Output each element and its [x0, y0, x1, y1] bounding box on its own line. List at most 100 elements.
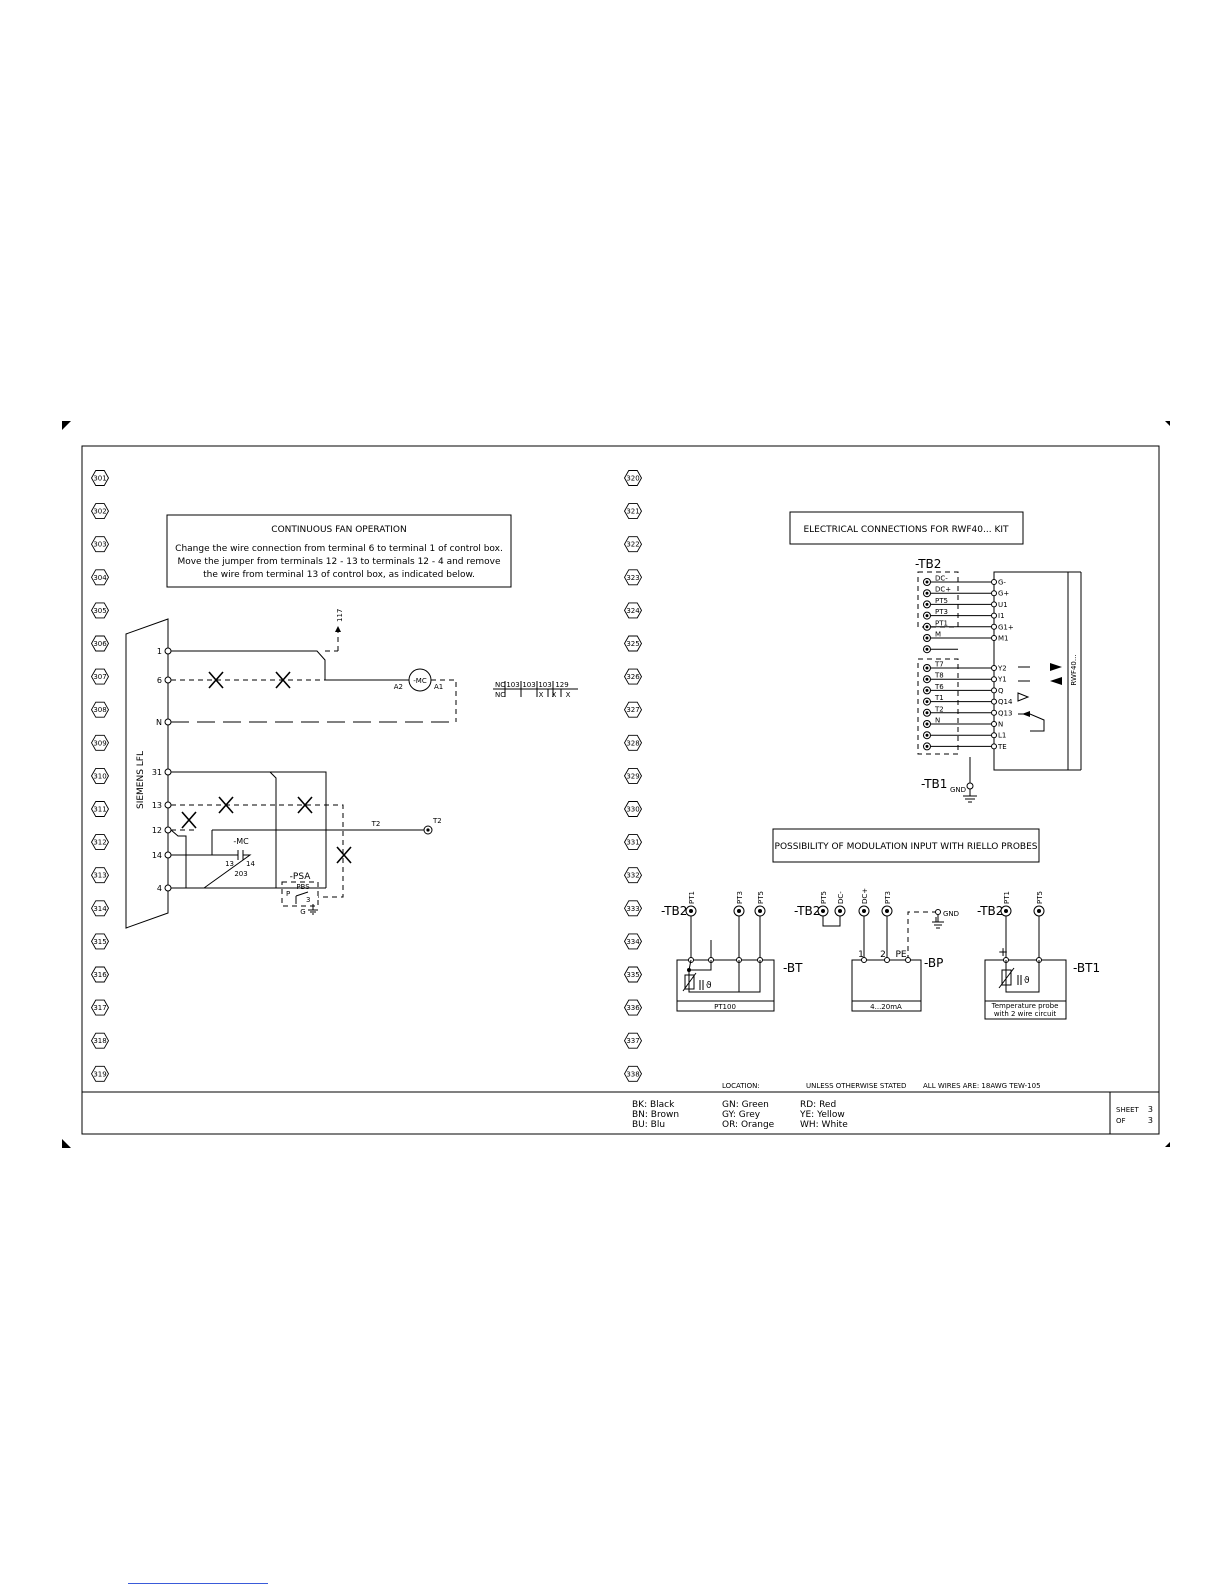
fan-note-title: CONTINUOUS FAN OPERATION: [271, 525, 406, 535]
ref-number: 307: [93, 673, 106, 681]
of-label: OF: [1116, 1117, 1126, 1125]
probes-title: POSSIBILITY OF MODULATION INPUT WITH RIE…: [775, 842, 1038, 852]
rwf-pin: G-: [998, 579, 1006, 587]
rwf-pin: G1+: [998, 623, 1014, 631]
ref-hexagon: [90, 536, 110, 553]
probe-bt: -TB2 PT1 PT3 PT5 PT100 ϑ -BT: [661, 891, 803, 1012]
legend-item: GN: Green: [722, 1100, 769, 1110]
fan-wiring: 117 -MC A2 A1 T2 T2: [170, 609, 457, 916]
psa-p: P: [286, 890, 290, 898]
rwf-pin: Q13: [998, 709, 1012, 717]
ref-number: 335: [626, 971, 639, 979]
contact-table-nc: NC: [495, 691, 505, 699]
probe-bt-pin-1: PT1: [688, 891, 696, 904]
probe-bt1-name: -BT1: [1073, 961, 1100, 975]
contact-col-3: 103: [538, 681, 551, 689]
ref-hexagon: [623, 966, 643, 983]
contact-col-4: 129: [555, 681, 568, 689]
terminal-label-31: 31: [152, 768, 162, 777]
ref-hexagon: [90, 933, 110, 950]
ref-number: 328: [626, 739, 639, 747]
ref-number: 326: [626, 673, 640, 681]
rwf-pin: M1: [998, 635, 1009, 643]
ref-hexagon: [90, 1065, 110, 1082]
ref-number: 322: [626, 541, 639, 549]
legend-item: BK: Black: [632, 1100, 675, 1110]
contact-table-no: NO: [495, 681, 506, 689]
ref-hexagon: [90, 635, 110, 652]
wire-t2-label: T2: [371, 820, 381, 828]
probe-bp-name: -BP: [924, 956, 943, 970]
ref-number: 332: [626, 872, 639, 880]
rwf-pin: TE: [997, 743, 1007, 751]
ref-number: 327: [626, 706, 639, 714]
probe-bp-num-2: 2: [880, 950, 886, 960]
rwf-pin: I1: [998, 612, 1005, 620]
ref-number: 305: [93, 607, 106, 615]
probe-bt-name: -BT: [783, 961, 803, 975]
rwf-title: ELECTRICAL CONNECTIONS FOR RWF40... KIT: [803, 525, 1009, 535]
color-legend: BK: Black GN: Green RD: Red BN: Brown GY…: [632, 1100, 848, 1130]
probe-bt-pin-2: PT3: [736, 891, 744, 904]
control-box-label: SIEMENS LFL: [136, 751, 146, 809]
ref-hexagon: [623, 1065, 643, 1082]
terminal-6: [164, 676, 172, 684]
contact-col-2: 103: [522, 681, 535, 689]
ref-number: 315: [93, 938, 106, 946]
ground-icon: [308, 904, 318, 915]
ref-hexagon: [90, 734, 110, 751]
right-column-refs: 3203213223233243253263273283293303313323…: [623, 470, 643, 1082]
ref-hexagon: [623, 569, 643, 586]
tb2-label: M: [935, 631, 941, 639]
psa-code: PBS: [296, 883, 310, 891]
of-number: 3: [1148, 1116, 1153, 1125]
ref-number: 316: [93, 971, 107, 979]
ref-number: 303: [93, 541, 106, 549]
probe-bp: -TB2 PT5 DC- DC+ PT3 GND 4...20mA 1 2 PE…: [794, 888, 959, 1012]
sheet-block: SHEET 3 OF 3: [1109, 1092, 1153, 1134]
thermistor-icon: [684, 974, 695, 990]
terminal-31: [164, 768, 172, 776]
contact-col-1: 103: [506, 681, 519, 689]
rwf-pin: Q: [998, 687, 1004, 695]
ref-number: 304: [93, 574, 107, 582]
ref-hexagon: [623, 734, 643, 751]
rwf-wiring: -TB2 -TB1 RWF40... DC-DC+PT5PT3PT1MG-G+U…: [915, 557, 1082, 803]
tb2-label: PT1: [935, 619, 948, 627]
ref-number: 330: [626, 806, 639, 814]
ref-hexagon: [90, 1032, 110, 1049]
thermistor-icon: [1001, 969, 1012, 986]
ref-number: 321: [626, 508, 639, 516]
legend-item: OR: Orange: [722, 1120, 775, 1130]
tb1-label: T8: [934, 672, 944, 680]
ref-hexagon: [623, 536, 643, 553]
tb1-label: T1: [934, 694, 944, 702]
ref-hexagon: [623, 701, 643, 718]
probe-bt1-caption-2: with 2 wire circuit: [994, 1010, 1056, 1018]
probe-bt1: -TB2 PT1 PT5 + Temperature probe with 2 …: [977, 891, 1100, 1020]
legend-item: WH: White: [800, 1120, 848, 1130]
ref-hexagon: [90, 834, 110, 851]
rwf-pin: Y1: [997, 676, 1007, 684]
ref-hexagon: [90, 569, 110, 586]
terminal-n: [164, 718, 172, 726]
probe-bp-pin-2: DC-: [837, 891, 845, 904]
ref-hexagon: [623, 635, 643, 652]
control-box-terminals: 1 6 N 31 13 12 14 4: [152, 647, 172, 893]
terminal-label-6: 6: [157, 676, 162, 685]
ref-number: 309: [93, 739, 106, 747]
fan-note-box: CONTINUOUS FAN OPERATION Change the wire…: [166, 514, 512, 588]
ref-hexagon: [623, 933, 643, 950]
ground-icon: [963, 789, 977, 803]
ref-number: 314: [93, 905, 107, 913]
footer-link-underline[interactable]: [128, 1583, 268, 1584]
rwf-tb1-label: -TB1: [921, 777, 947, 791]
probe-bp-pin-1: PT5: [820, 891, 828, 904]
terminal-12: [164, 826, 172, 834]
sheet-number: 3: [1148, 1105, 1153, 1114]
ref-hexagon: [623, 767, 643, 784]
motor-a1: A1: [434, 683, 443, 691]
ref-number: 325: [626, 640, 639, 648]
probe-bt-pin-3: PT5: [757, 891, 765, 904]
